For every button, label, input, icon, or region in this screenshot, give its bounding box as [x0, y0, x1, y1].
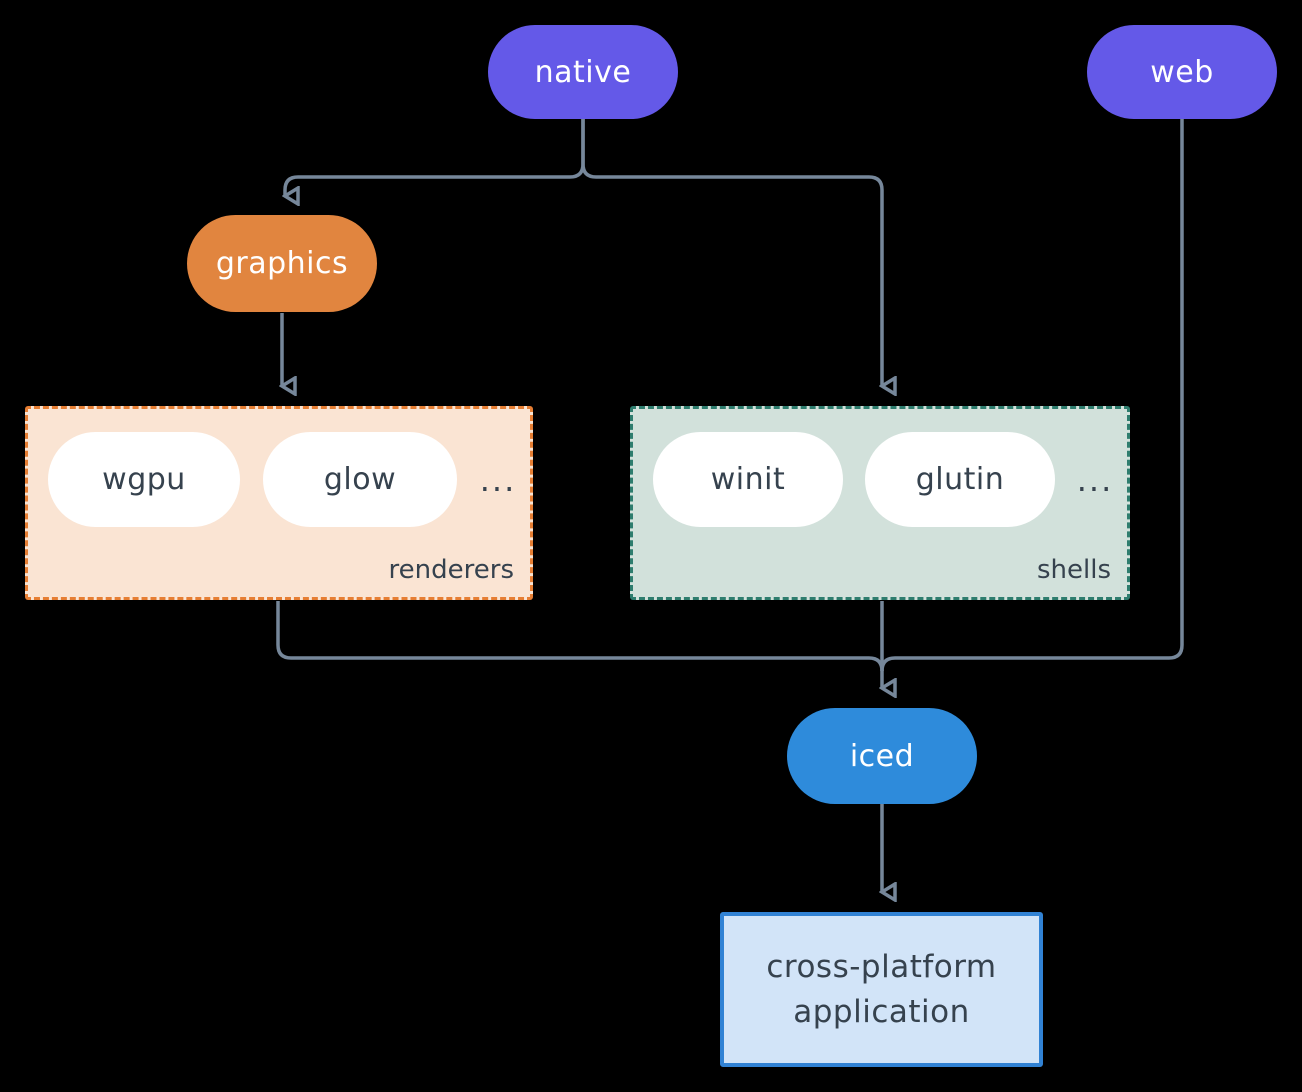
node-native: native [488, 25, 678, 119]
group-shells-label: shells [1036, 555, 1111, 585]
shells-ellipsis: ... [1076, 460, 1114, 499]
node-wgpu: wgpu [48, 432, 240, 527]
group-renderers-label: renderers [388, 555, 514, 585]
app-label-line2: application [793, 993, 970, 1030]
node-wgpu-label: wgpu [102, 462, 186, 497]
node-glow-label: glow [323, 462, 397, 497]
edge-native-to-shells [581, 119, 882, 386]
edge-native-to-graphics [285, 119, 585, 196]
renderers-ellipsis: ... [479, 460, 517, 499]
node-web: web [1087, 25, 1277, 119]
node-glutin-label: glutin [915, 462, 1005, 497]
node-cross-platform-application: cross-platform application [720, 912, 1043, 1067]
app-label-line1: cross-platform [766, 948, 997, 985]
node-graphics-label: graphics [215, 246, 349, 281]
node-native-label: native [534, 54, 632, 90]
node-winit: winit [653, 432, 843, 527]
node-glutin: glutin [865, 432, 1055, 527]
node-web-label: web [1150, 54, 1214, 90]
node-iced-label: iced [849, 738, 915, 774]
group-renderers: wgpu glow ... renderers [25, 406, 533, 600]
node-iced: iced [787, 708, 977, 804]
group-shells: winit glutin ... shells [630, 406, 1130, 600]
node-glow: glow [263, 432, 457, 527]
node-winit-label: winit [710, 462, 786, 497]
edge-renderers-to-merge [276, 601, 884, 672]
node-graphics: graphics [187, 215, 377, 312]
